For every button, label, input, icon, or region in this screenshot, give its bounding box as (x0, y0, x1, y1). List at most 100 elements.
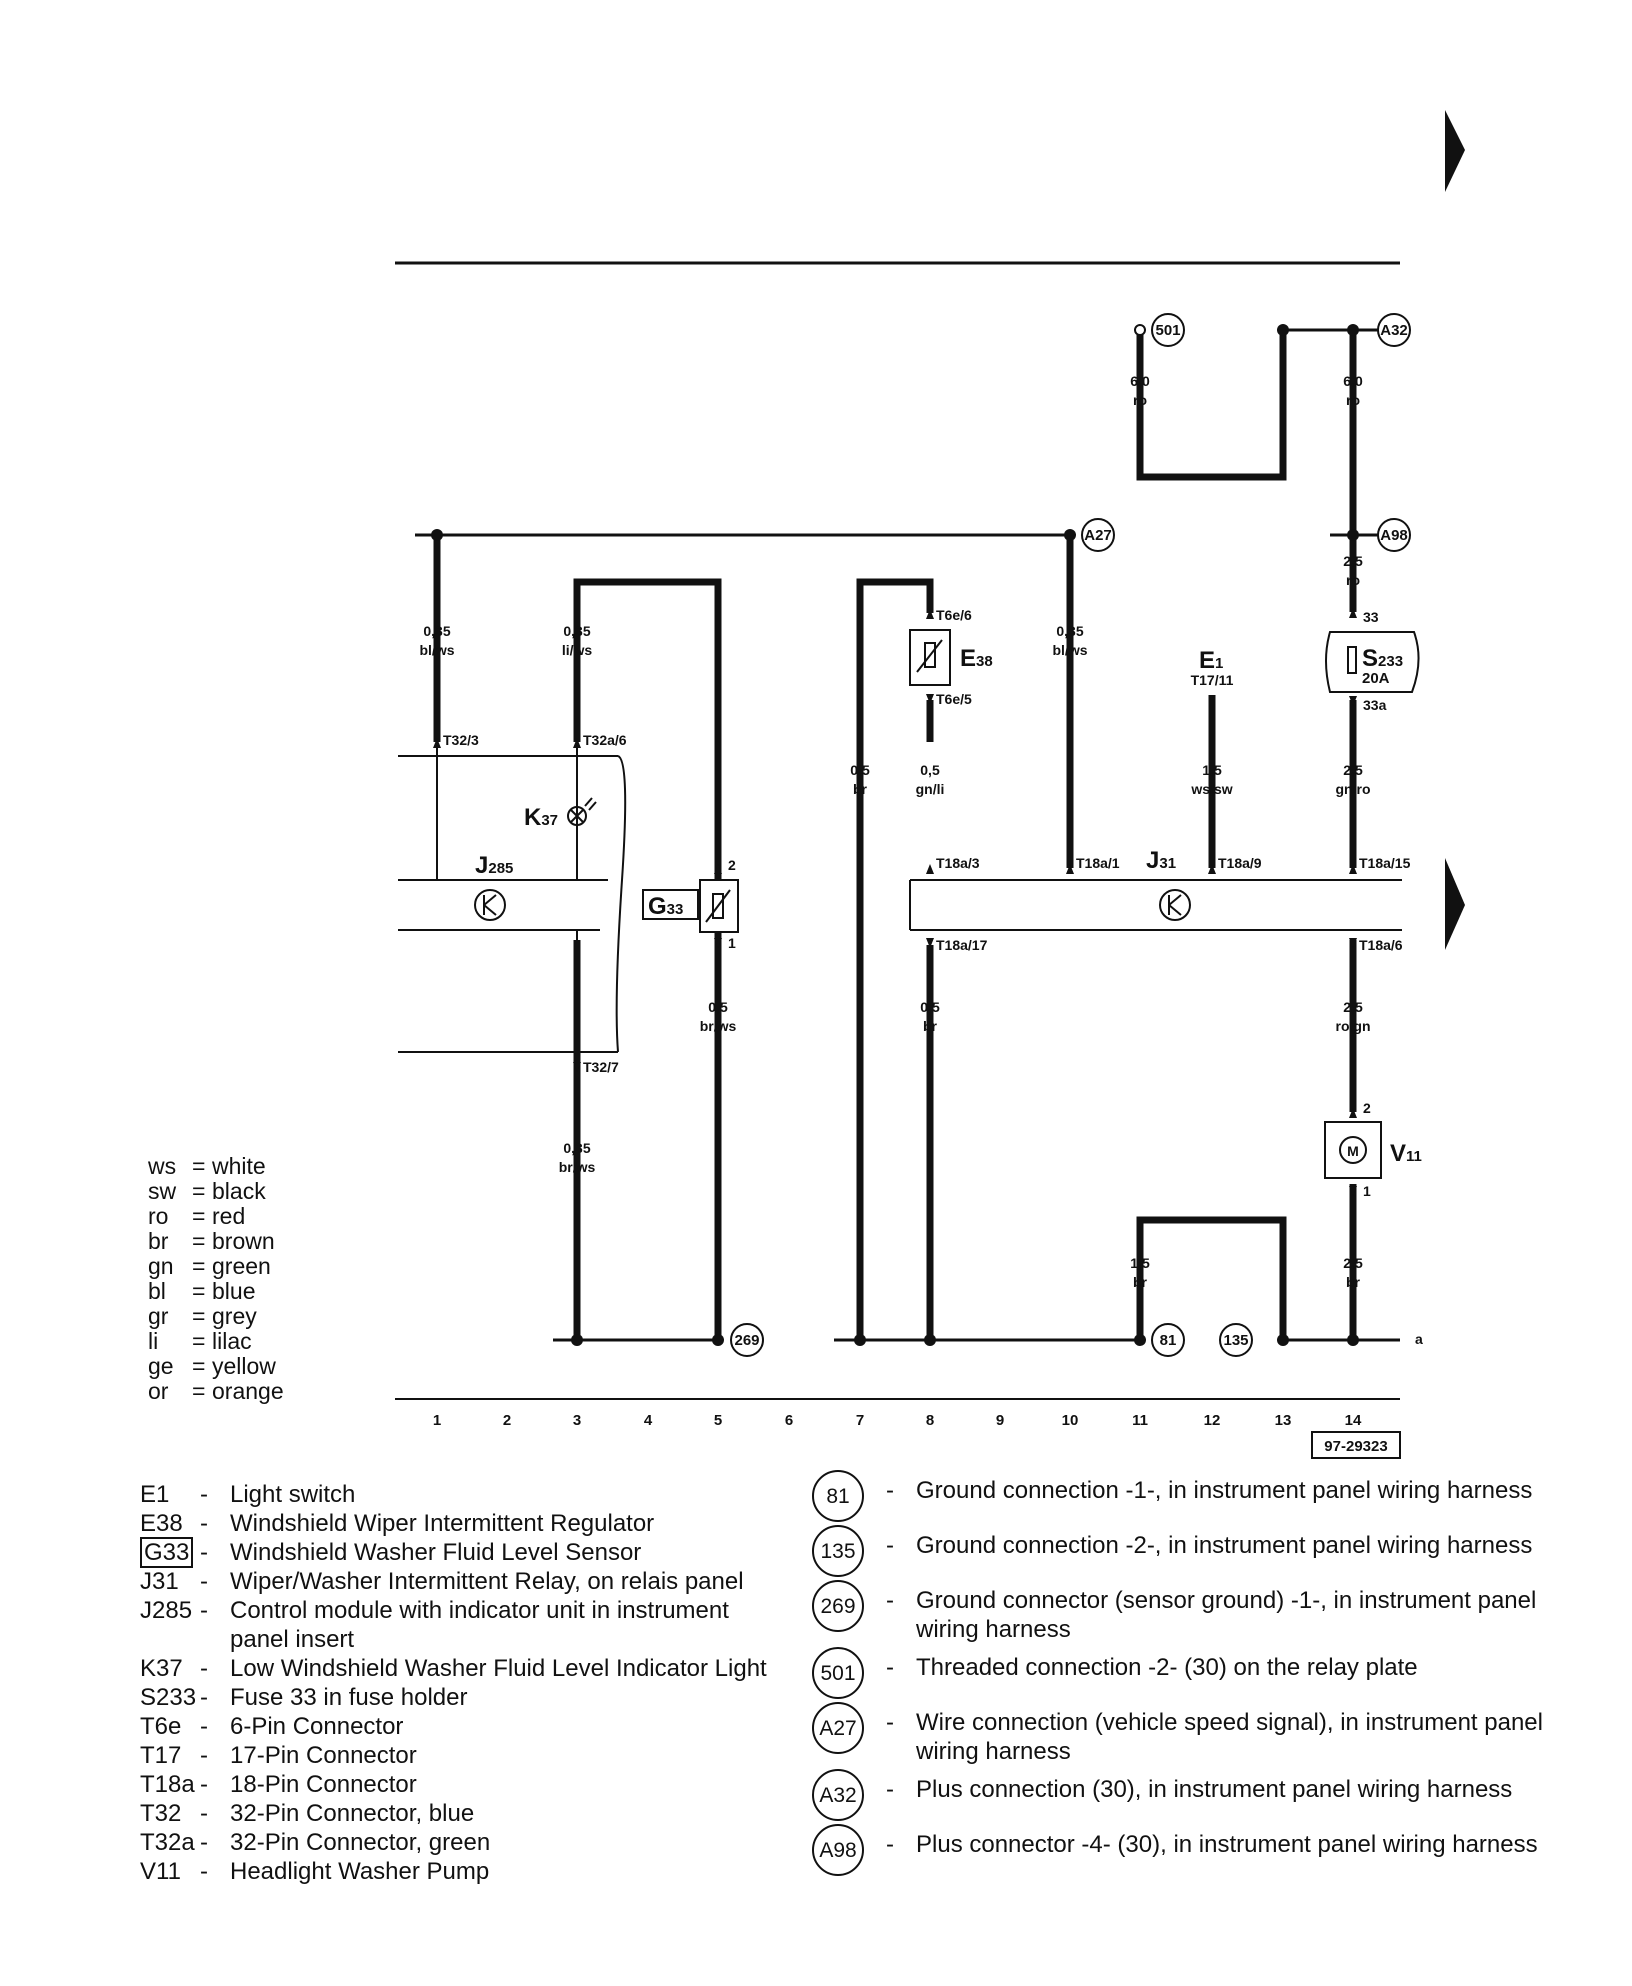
color-name: white (212, 1153, 266, 1179)
g33-sub: 33 (667, 901, 684, 918)
legend-item: T18a-18-Pin Connector (140, 1770, 780, 1799)
k37-sub: 37 (541, 812, 558, 829)
wire-color: bl/ws (419, 642, 454, 658)
color-eq: = (192, 1378, 206, 1404)
pin-label: T6e/5 (936, 691, 972, 707)
legend-connection-item: A98-Plus connector -4- (30), in instrume… (812, 1824, 1592, 1876)
wire-gauge: 2,5 (1343, 999, 1363, 1015)
junction-dots (431, 324, 1359, 1346)
color-eq: = (192, 1303, 206, 1329)
legend-desc: Headlight Washer Pump (230, 1858, 490, 1885)
wire-gauge: 0,5 (708, 999, 728, 1015)
g33-sensor-icon (705, 889, 731, 923)
legend-desc: Ground connection -1-, in instrument pan… (916, 1477, 1533, 1504)
connection-circle-icon: 135 (812, 1525, 864, 1577)
wire-gauge: 0,35 (1056, 623, 1083, 639)
k37-label: K (524, 804, 542, 831)
wire-gauge: 1,5 (1202, 762, 1222, 778)
color-code-row: ge=yellow (148, 1354, 284, 1379)
legend-desc: Plus connection (30), in instrument pane… (916, 1776, 1513, 1803)
column-number: 5 (714, 1412, 722, 1429)
legend-item: K37-Low Windshield Washer Fluid Level In… (140, 1654, 780, 1683)
color-eq: = (192, 1253, 206, 1279)
legend-code-text: G33 (140, 1537, 194, 1568)
legend-code-text: K37 (140, 1655, 183, 1682)
legend-dash: - (200, 1684, 208, 1711)
v11-sub: 11 (1406, 1148, 1422, 1165)
color-eq: = (192, 1353, 206, 1379)
pin-label: 2 (728, 857, 736, 873)
column-number: 6 (785, 1412, 793, 1429)
pin-label: 2 (1363, 1100, 1371, 1116)
pin-label: T17/11 (1191, 672, 1234, 688)
legend-code-text: T32a (140, 1829, 195, 1856)
wire-gauge: 0,35 (563, 1140, 590, 1156)
wire-color: gn/ro (1336, 781, 1371, 797)
wire-color: br (1133, 1274, 1148, 1290)
conn-501: 501 (1155, 322, 1180, 339)
wire-gauge: 2,5 (1343, 553, 1363, 569)
next-page-arrow-icon[interactable] (1445, 110, 1465, 192)
legend-code: T17 (140, 1741, 200, 1770)
wires-thick (433, 330, 1357, 1342)
column-number: 11 (1132, 1412, 1148, 1429)
s233-sub: 233 (1378, 653, 1403, 670)
color-code: bl (148, 1278, 166, 1304)
pin-label: 33 (1363, 609, 1379, 625)
legend-desc: Light switch (230, 1481, 356, 1508)
diagram-code: 97-29323 (1324, 1438, 1387, 1455)
column-number: 7 (856, 1412, 864, 1429)
legend-code: T18a (140, 1770, 200, 1799)
column-number: 10 (1062, 1412, 1079, 1429)
v11-label: V (1390, 1140, 1406, 1167)
pin-label: T32/7 (583, 1059, 619, 1075)
legend-item: E1-Light switch (140, 1480, 780, 1509)
color-name: orange (212, 1378, 284, 1404)
g33-label-box (642, 889, 699, 920)
legend-item: T32a-32-Pin Connector, green (140, 1828, 780, 1857)
legend-code-text: T32 (140, 1800, 182, 1827)
color-code: gn (148, 1253, 174, 1279)
continue-arrow-icon[interactable] (1445, 858, 1465, 950)
wire-color: ro (1346, 392, 1360, 408)
j285-label: J (475, 852, 488, 879)
color-code-row: gr=grey (148, 1304, 284, 1329)
pin-label: T18a/3 (936, 855, 980, 871)
j285-transistor-icon (474, 889, 506, 921)
pin-label: T18a/9 (1218, 855, 1262, 871)
svg-text:K37: K37 (524, 804, 558, 831)
color-code-row: or=orange (148, 1379, 284, 1404)
legend-code: T32 (140, 1799, 200, 1828)
color-code: br (148, 1228, 169, 1254)
wire-color: li/ws (562, 642, 593, 658)
legend-dash: - (200, 1742, 208, 1769)
legend-connection-item: 135-Ground connection -2-, in instrument… (812, 1525, 1592, 1577)
column-number: 3 (573, 1412, 581, 1429)
e38-sub: 38 (976, 653, 993, 670)
color-code: sw (148, 1178, 177, 1204)
color-name: black (212, 1178, 266, 1204)
color-name: blue (212, 1278, 256, 1304)
pin-label: T18a/15 (1359, 855, 1411, 871)
legend-desc: Wire connection (vehicle speed signal), … (916, 1709, 1543, 1765)
wire-color: ro (1346, 572, 1360, 588)
legend-desc: Ground connection -2-, in instrument pan… (916, 1532, 1533, 1559)
color-code-row: bl=blue (148, 1279, 284, 1304)
legend-code-text: V11 (140, 1858, 181, 1885)
j285-sub: 285 (488, 860, 513, 877)
legend-desc: Low Windshield Washer Fluid Level Indica… (230, 1655, 767, 1682)
column-number: 2 (503, 1412, 511, 1429)
color-code-row: ws=white (148, 1154, 284, 1179)
v11-motor-icon (1339, 1136, 1367, 1164)
legend-dash: - (886, 1709, 894, 1736)
legend-code-text: J285 (140, 1597, 193, 1624)
legend-connection-item: 501-Threaded connection -2- (30) on the … (812, 1647, 1592, 1699)
legend-code-text: T18a (140, 1771, 195, 1798)
pin-label: T18a/17 (936, 937, 988, 953)
wire-color: br/ws (559, 1159, 596, 1175)
wire-color: br (1346, 1274, 1361, 1290)
column-number: 8 (926, 1412, 934, 1429)
column-number: 9 (996, 1412, 1004, 1429)
j31-label: J (1146, 847, 1159, 874)
